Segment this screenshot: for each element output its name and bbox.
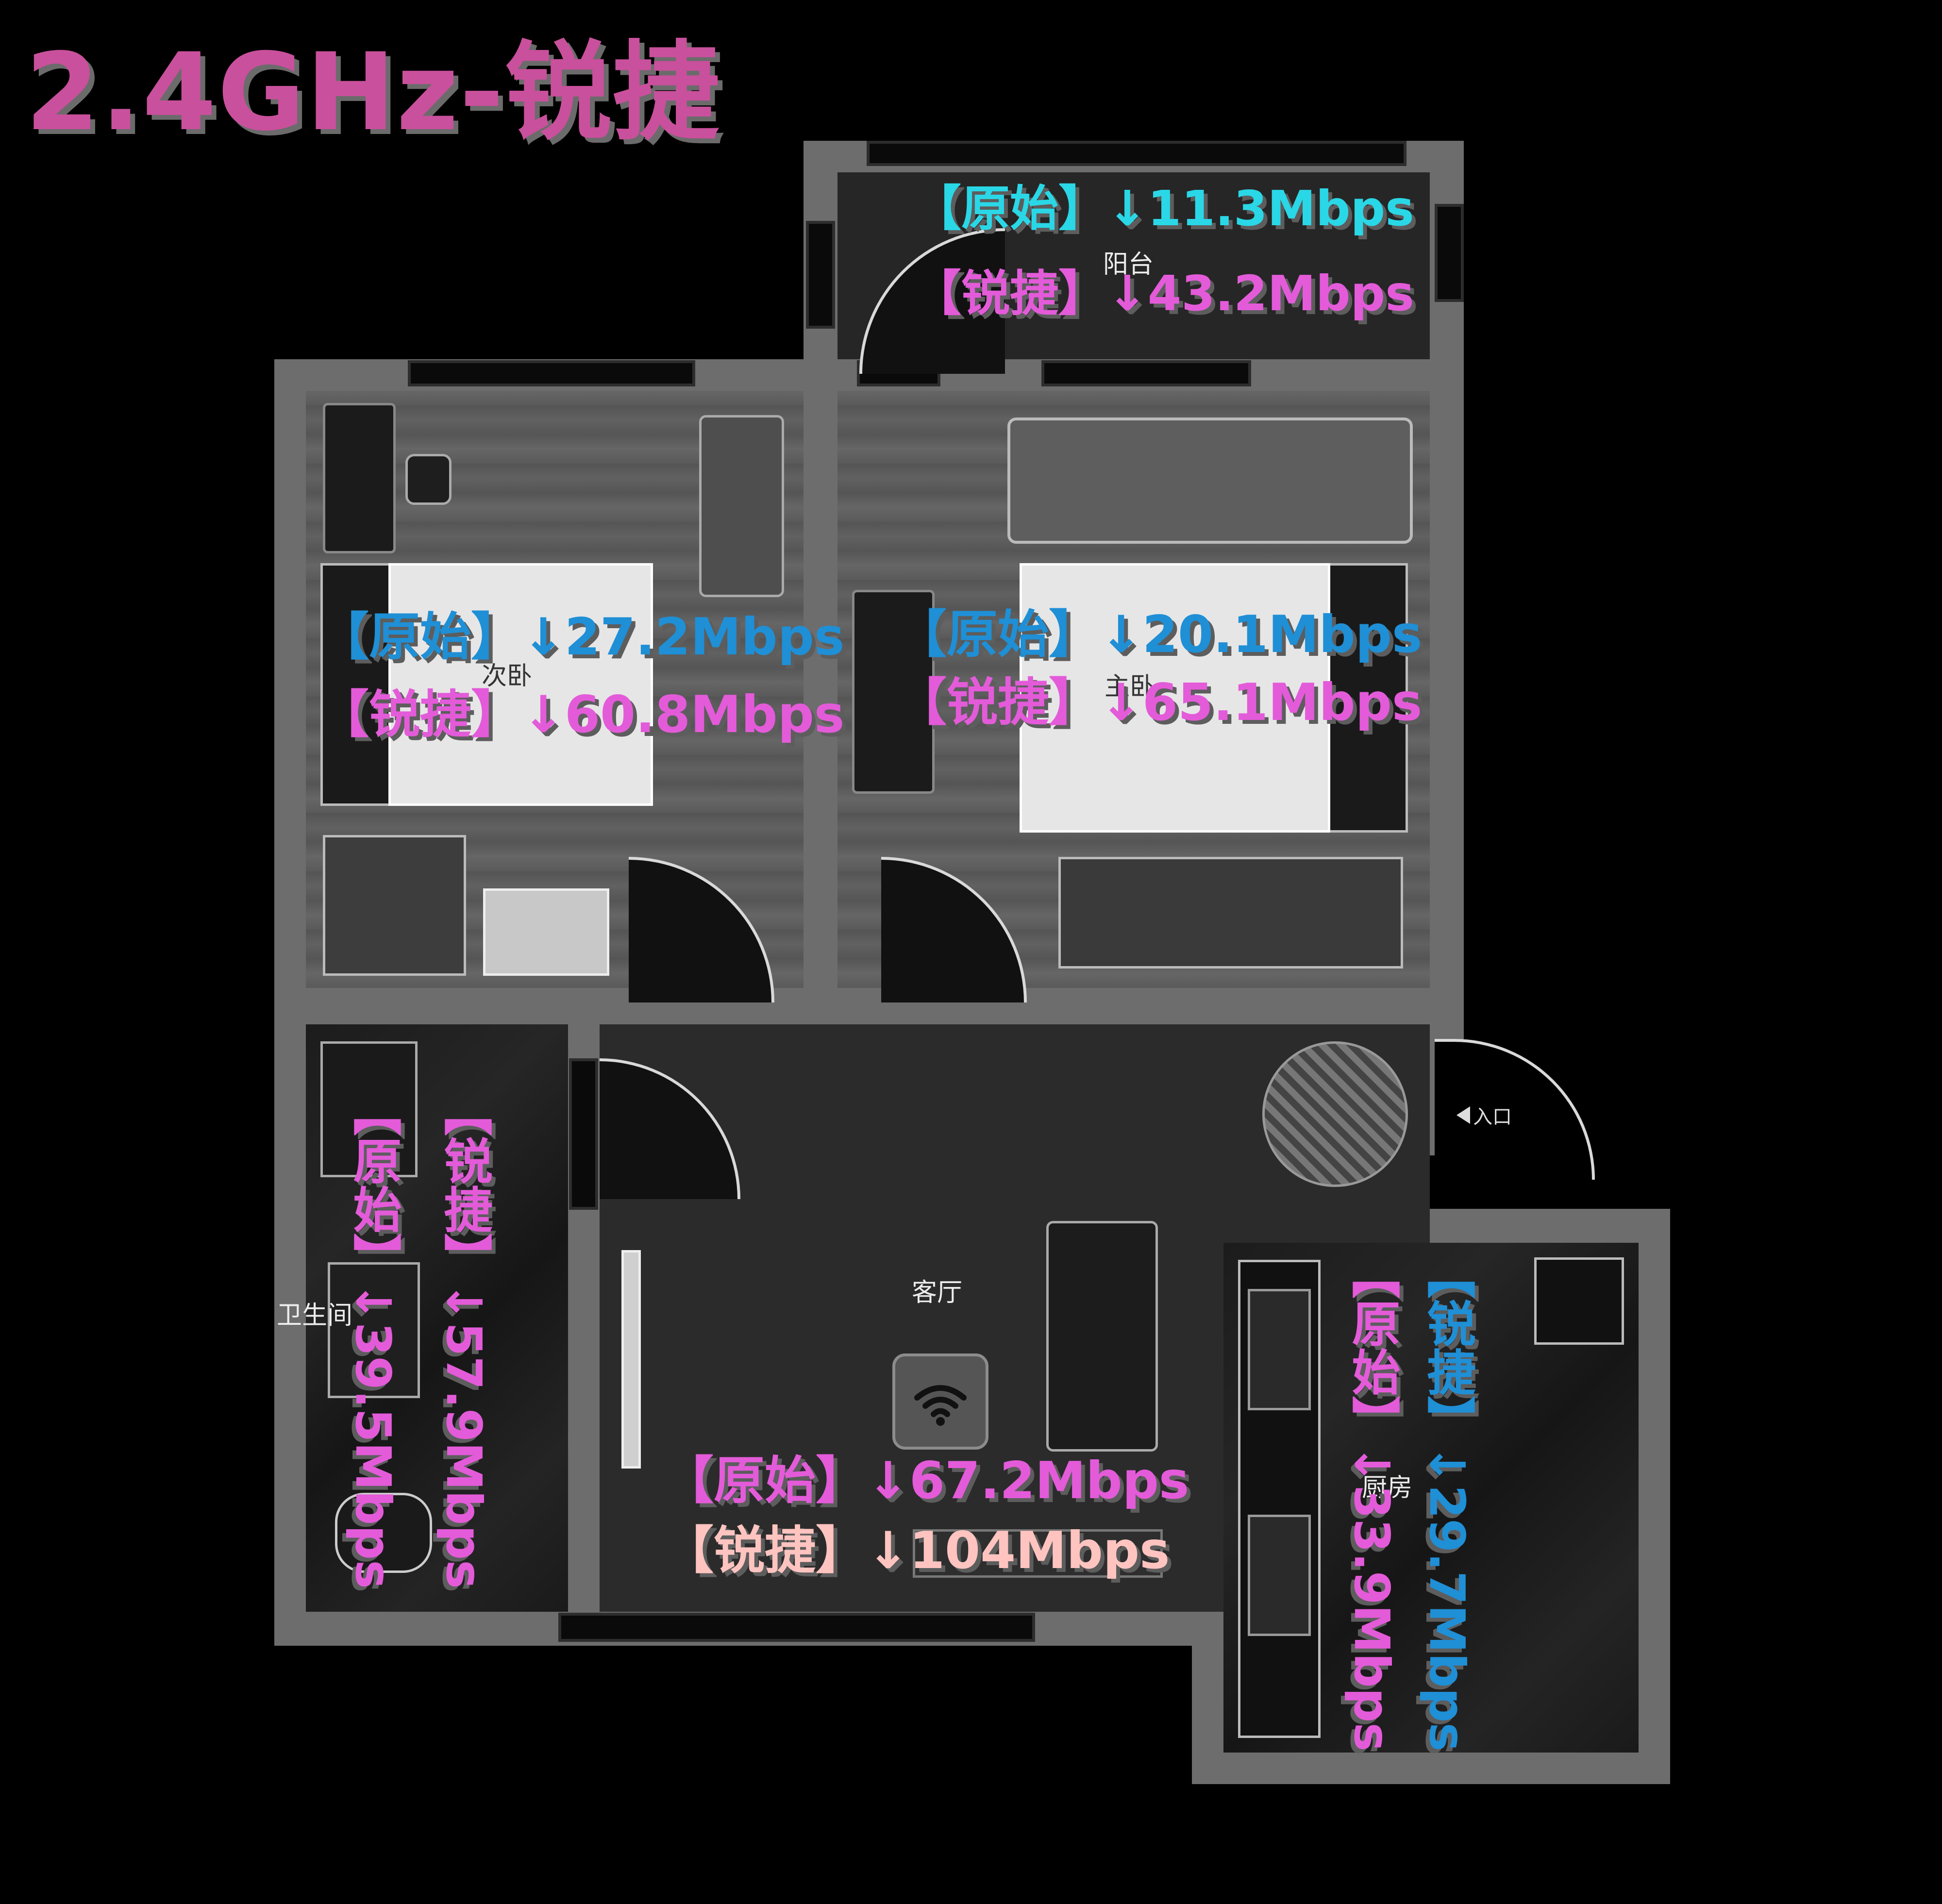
bed-sheet — [1020, 563, 1330, 833]
room-name-master-bedroom: 主卧 — [1105, 672, 1155, 701]
window — [1041, 360, 1251, 386]
master-bedroom-ruijie: 【锐捷】↓65.1Mbps — [896, 677, 1422, 728]
window — [1435, 204, 1464, 302]
balcony-original: 【原始】↓11.3Mbps — [913, 184, 1414, 233]
window — [569, 1058, 598, 1210]
second-bedroom-ruijie: 【锐捷】↓60.8Mbps — [318, 689, 844, 740]
living-room-original-value: ↓67.2Mbps — [867, 1451, 1189, 1510]
sink — [320, 1041, 418, 1177]
living-room-ruijie-value: ↓104Mbps — [867, 1521, 1170, 1580]
tv-cabinet — [1007, 418, 1413, 544]
bathroom-ruijie-label: 【锐捷】 — [435, 1087, 492, 1282]
kitchen-ruijie-label: 【锐捷】 — [1419, 1250, 1475, 1444]
shelf — [323, 835, 466, 976]
bathroom-ruijie: 【锐捷】↓57.9Mbps — [435, 1087, 492, 1589]
kitchen-ruijie-value: ↓29.7Mbps — [1419, 1444, 1475, 1752]
balcony-original-value: ↓11.3Mbps — [1107, 180, 1414, 237]
round-rug — [1262, 1041, 1408, 1187]
window — [806, 221, 835, 329]
bathroom-ruijie-value: ↓57.9Mbps — [435, 1282, 492, 1589]
desk — [323, 403, 396, 553]
bathroom-original-label: 【原始】 — [345, 1087, 402, 1282]
room-name-living-room: 客厅 — [912, 1278, 963, 1307]
desk — [852, 590, 935, 794]
bathroom-original: 【原始】↓39.5Mbps — [345, 1087, 402, 1589]
balcony-original-label: 【原始】 — [913, 180, 1107, 237]
window — [867, 141, 1406, 166]
bathroom-original-value: ↓39.5Mbps — [345, 1282, 402, 1589]
coffee-table — [913, 1529, 1163, 1578]
master-bedroom-original-value: ↓20.1Mbps — [1100, 605, 1423, 664]
master-bedroom-original: 【原始】↓20.1Mbps — [896, 609, 1422, 660]
window — [558, 1613, 1035, 1642]
shower — [328, 1262, 420, 1398]
tv — [621, 1250, 641, 1469]
entrance-marker[interactable]: 入口 — [1456, 1101, 1512, 1129]
balcony-ruijie-label: 【锐捷】 — [913, 265, 1107, 322]
balcony-ruijie-value: ↓43.2Mbps — [1107, 265, 1414, 322]
second-bedroom-original: 【原始】↓27.2Mbps — [318, 612, 844, 663]
kitchen-ruijie: 【锐捷】↓29.7Mbps — [1419, 1250, 1475, 1752]
room-name-entrance: 入口 — [1473, 1106, 1512, 1128]
living-room-ruijie: 【锐捷】↓104Mbps — [663, 1525, 1170, 1576]
kitchen-sink — [1248, 1515, 1311, 1636]
master-bedroom-ruijie-label: 【锐捷】 — [896, 673, 1100, 732]
router[interactable] — [892, 1353, 988, 1450]
fridge — [1534, 1257, 1624, 1345]
arrow-left-icon — [1456, 1106, 1470, 1124]
room-name-bathroom: 卫生间 — [277, 1301, 353, 1330]
page-title: 2.4GHz-锐捷 — [25, 30, 720, 154]
master-bedroom-ruijie-value: ↓65.1Mbps — [1100, 673, 1423, 732]
living-room-original-label: 【原始】 — [663, 1451, 867, 1510]
second-bedroom-original-label: 【原始】 — [318, 607, 522, 667]
room-name-balcony: 阳台 — [1103, 250, 1154, 279]
living-room-original: 【原始】↓67.2Mbps — [663, 1455, 1189, 1506]
wardrobe — [699, 415, 784, 597]
wifi-icon — [914, 1385, 967, 1426]
kitchen-original-value: ↓33.9Mbps — [1343, 1444, 1400, 1752]
wardrobe — [1058, 857, 1403, 969]
chair — [405, 454, 452, 505]
living-room-ruijie-label: 【锐捷】 — [663, 1521, 867, 1580]
kitchen-original: 【原始】↓33.9Mbps — [1343, 1250, 1400, 1752]
window — [408, 360, 695, 386]
second-bedroom-ruijie-label: 【锐捷】 — [318, 685, 522, 744]
room-name-kitchen: 厨房 — [1362, 1473, 1413, 1503]
second-bedroom-ruijie-value: ↓60.8Mbps — [522, 685, 845, 744]
stove — [1248, 1289, 1311, 1410]
room-name-second-bedroom: 次卧 — [482, 662, 533, 691]
kitchen-original-label: 【原始】 — [1343, 1250, 1400, 1444]
sofa — [1046, 1221, 1158, 1452]
bed-sheet — [388, 563, 653, 806]
toilet — [335, 1493, 432, 1573]
balcony-ruijie: 【锐捷】↓43.2Mbps — [913, 269, 1414, 318]
box — [483, 888, 609, 976]
second-bedroom-original-value: ↓27.2Mbps — [522, 607, 845, 667]
master-bedroom-original-label: 【原始】 — [896, 605, 1100, 664]
